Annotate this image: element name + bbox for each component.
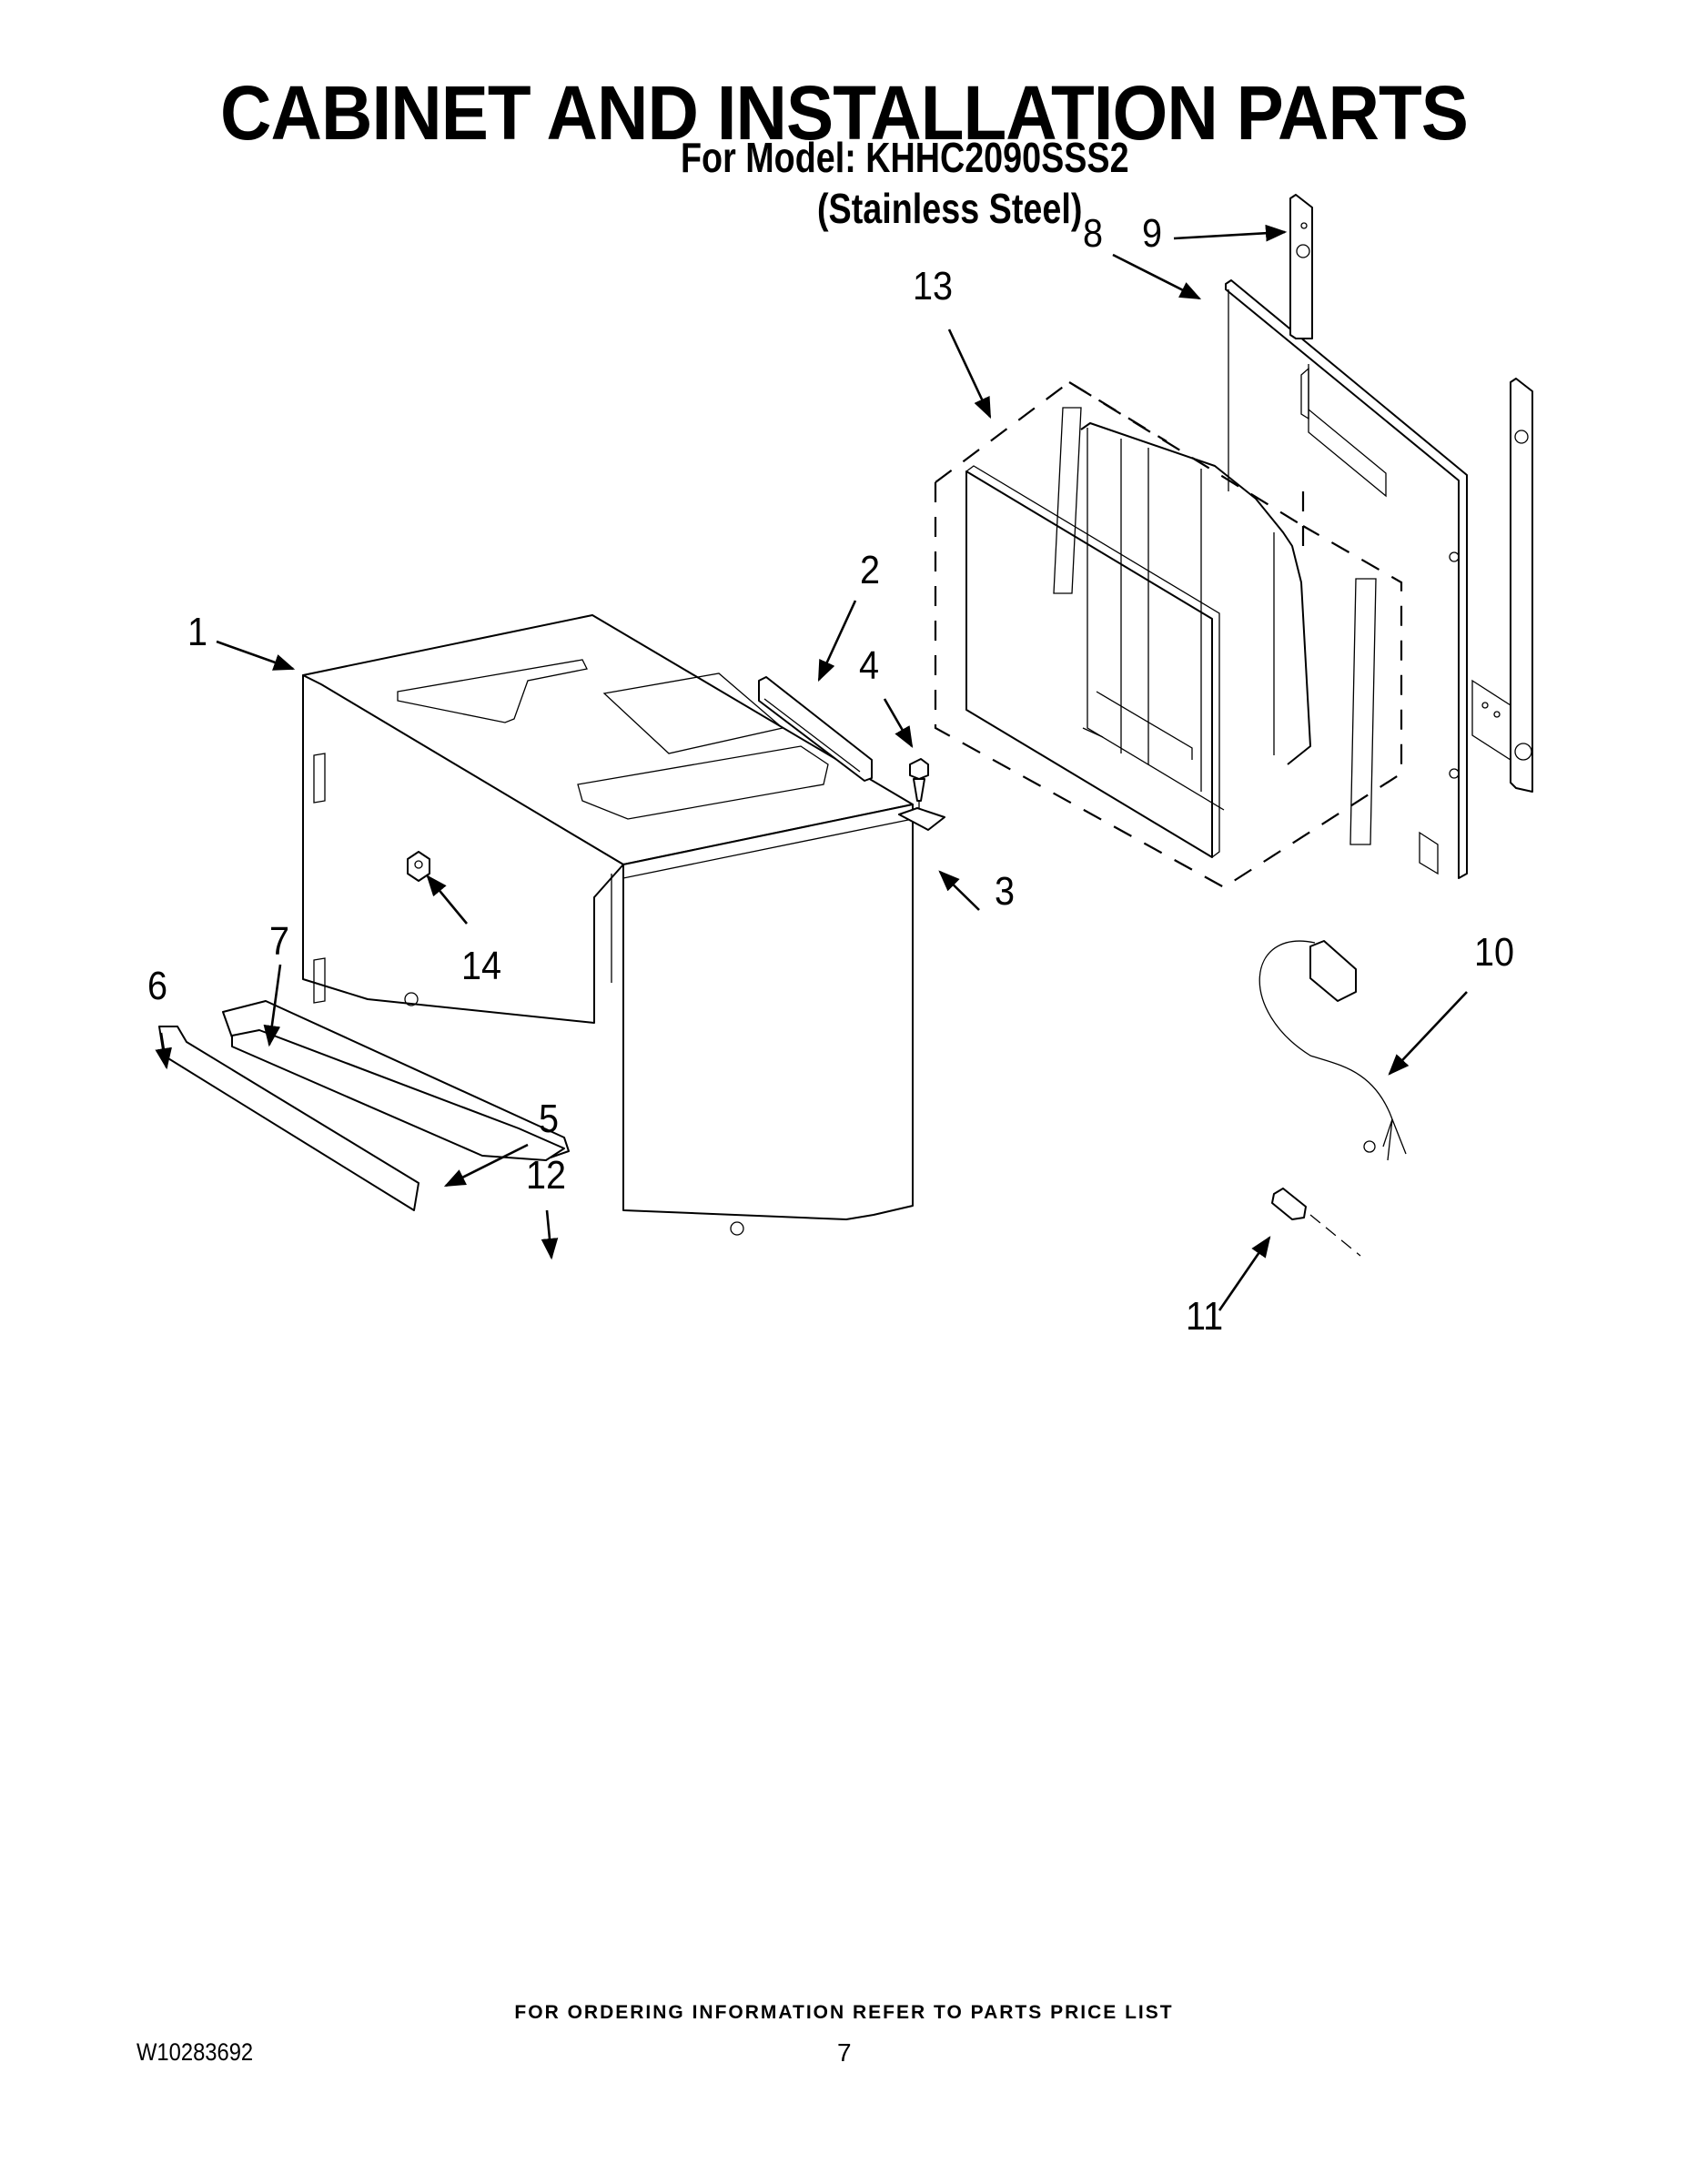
leader-4 <box>883 698 914 749</box>
leader-3 <box>938 870 980 911</box>
page-number: 7 <box>837 2038 852 2067</box>
callout-7: 7 <box>269 919 290 964</box>
part-10-connector <box>1258 940 1407 1161</box>
callout-12: 12 <box>526 1153 567 1198</box>
part-14-clip <box>407 851 430 882</box>
callout-4: 4 <box>859 643 880 688</box>
callout-6: 6 <box>147 964 168 1008</box>
callout-14: 14 <box>461 944 502 988</box>
callout-2: 2 <box>860 548 881 592</box>
leader-12 <box>541 1209 559 1260</box>
callout-10: 10 <box>1474 930 1515 975</box>
leader-arrows <box>155 224 1468 1311</box>
callout-5: 5 <box>539 1097 560 1141</box>
part-8-back-panel <box>1225 279 1468 879</box>
part-2-bracket <box>758 676 873 782</box>
document-number: W10283692 <box>136 2038 254 2066</box>
callout-13: 13 <box>913 264 954 308</box>
leader-8 <box>1112 253 1202 300</box>
leader-5 <box>443 1143 529 1188</box>
leader-1 <box>216 640 296 671</box>
model-line: For Model: KHHC2090SSS2 <box>681 134 1129 181</box>
part-3-plate <box>898 807 945 831</box>
part-1-cabinet <box>302 614 914 1236</box>
callout-11: 11 <box>1186 1294 1224 1339</box>
leader-14 <box>426 875 469 925</box>
leader-11 <box>1218 1236 1271 1311</box>
part-9-mounting-brackets <box>1289 194 1533 793</box>
leader-9 <box>1173 224 1288 242</box>
leader-13 <box>947 329 992 420</box>
part-13-dashed-group <box>934 380 1403 889</box>
part-5-panel <box>231 1029 565 1161</box>
part-11-ground-screw <box>1271 1188 1361 1257</box>
leader-2 <box>817 600 857 682</box>
leader-10 <box>1388 991 1468 1076</box>
model-variant: (Stainless Steel) <box>817 185 1083 232</box>
leader-6 <box>155 1032 172 1070</box>
page-title: CABINET AND INSTALLATION PARTS <box>219 70 1469 156</box>
leader-7 <box>263 964 282 1047</box>
callout-1: 1 <box>187 610 208 654</box>
ordering-note: FOR ORDERING INFORMATION REFER TO PARTS … <box>514 2002 1174 2023</box>
callout-8: 8 <box>1083 211 1104 256</box>
callout-3: 3 <box>995 869 1016 914</box>
callout-9: 9 <box>1142 211 1163 256</box>
